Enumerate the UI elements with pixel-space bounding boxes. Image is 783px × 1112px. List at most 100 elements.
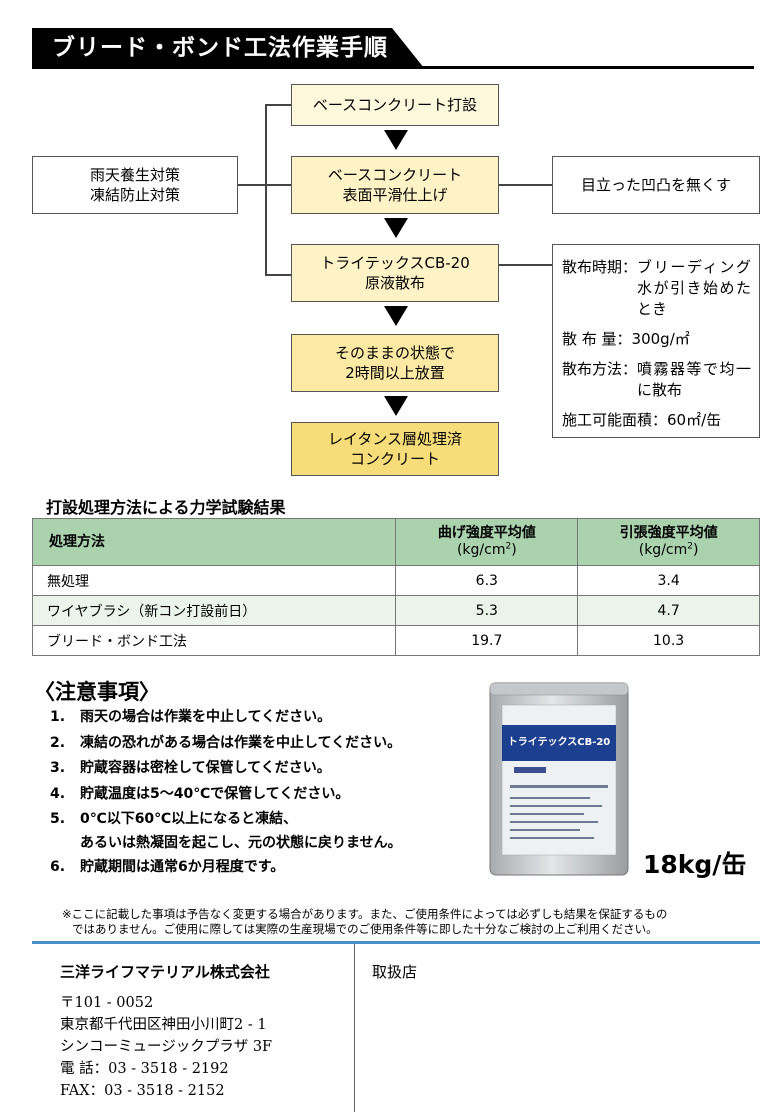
- caution-text-block: 0℃以下60℃以上になると凍結、 あるいは熱凝固を起こし、元の状態に戻りません。: [80, 809, 402, 854]
- disclaimer-line-2: ではありません。ご使用に際しては実際の生産現場でのご使用条件等に即した十分なご検…: [72, 922, 658, 936]
- test-results-title: 打設処理方法による力学試験結果: [46, 498, 286, 517]
- connector-to-step-1: [265, 104, 291, 106]
- header-tensile-strength: 引張強度平均値 (kg/cm2): [577, 518, 760, 566]
- spec-value: 60㎡/缶: [667, 411, 722, 429]
- package-size: 18kg/缶: [643, 850, 747, 879]
- cell-bend: 6.3: [395, 565, 579, 596]
- table-row: 無処理 6.3 3.4: [31, 565, 760, 596]
- caution-item: 1. 雨天の場合は作業を中止してください。: [50, 707, 331, 728]
- flow-step-3: トライテックスCB-20 原液散布: [291, 244, 499, 302]
- connector-to-right-note: [499, 184, 552, 186]
- caution-item: 6. 貯蔵期間は通常6か月程度です。: [50, 857, 284, 878]
- caution-number: 6.: [50, 859, 66, 875]
- spec-row: 施工可能面積： 60㎡/缶: [562, 410, 751, 431]
- spec-value: ブリーディング水が引き始めたとき: [637, 258, 751, 318]
- flow-step-3-line-2: 原液散布: [364, 274, 425, 292]
- test-results-table: 処理方法 曲げ強度平均値 (kg/cm2) 引張強度平均値 (kg/cm2) 無…: [31, 518, 760, 656]
- cell-bend: 19.7: [395, 625, 579, 656]
- caution-text: あるいは熱凝固を起こし、元の状態に戻りません。: [80, 835, 402, 851]
- flow-step-1-text: ベースコンクリート打設: [312, 96, 478, 114]
- phone-line: 電 話：03 - 3518 - 2192: [60, 1061, 229, 1077]
- caution-number: 2.: [50, 735, 66, 751]
- spec-value: 噴霧器等で均一に散布: [637, 360, 751, 399]
- caution-item: 3. 貯蔵容器は密栓して保管してください。: [50, 758, 331, 779]
- unit-post: ): [692, 542, 699, 558]
- flow-step-2: ベースコンクリート 表面平滑仕上げ: [291, 156, 499, 214]
- page-title: ブリード・ボンド工法作業手順: [52, 35, 388, 61]
- caution-number: 4.: [50, 786, 66, 802]
- flow-step-1: ベースコンクリート打設: [291, 84, 499, 126]
- caution-text: 雨天の場合は作業を中止してください。: [80, 709, 332, 725]
- can-label-text: トライテックスCB-20: [507, 737, 611, 748]
- header-bend-label: 曲げ強度平均値: [437, 525, 536, 541]
- down-arrow-icon: [384, 306, 408, 326]
- header-tensile-label: 引張強度平均値: [619, 525, 718, 541]
- cautions-title: 〈注意事項〉: [34, 680, 160, 704]
- flow-step-5-line-2: コンクリート: [349, 450, 440, 468]
- spec-key: 散 布 量：: [562, 330, 632, 348]
- caution-number: 5.: [50, 811, 66, 827]
- caution-item: 4. 貯蔵温度は5～40℃で保管してください。: [50, 784, 349, 805]
- building-line: シンコーミュージックプラザ 3F: [60, 1039, 273, 1055]
- down-arrow-icon: [384, 396, 408, 416]
- flow-step-2-line-1: ベースコンクリート: [327, 166, 463, 184]
- flow-step-5-line-1: レイタンス層処理済: [327, 430, 463, 448]
- table-row: ブリード・ボンド工法 19.7 10.3: [31, 625, 760, 656]
- header-method: 処理方法: [31, 518, 397, 566]
- flow-step-4-line-1: そのままの状態で: [334, 344, 455, 362]
- surface-note-text: 目立った凹凸を無くす: [580, 176, 731, 194]
- flow-step-4: そのままの状態で 2時間以上放置: [291, 334, 499, 392]
- dealer-label: 取扱店: [372, 963, 418, 981]
- cell-tensile: 10.3: [577, 625, 760, 656]
- cell-tensile: 4.7: [577, 595, 760, 626]
- caution-text: 凍結の恐れがある場合は作業を中止してください。: [80, 735, 402, 751]
- unit-post: ): [511, 542, 517, 558]
- caution-number: 1.: [50, 709, 66, 725]
- disclaimer-line-1: ※ここに記載した事項は予告なく変更する場合があります。また、ご使用条件によっては…: [62, 907, 668, 921]
- cell-method: ワイヤブラシ（新コン打設前日）: [31, 595, 397, 626]
- header-rule: [32, 66, 754, 69]
- curing-measures-box: 雨天養生対策 凍結防止対策: [32, 156, 238, 214]
- unit-pre: (kg/cm: [638, 542, 688, 558]
- unit-pre: (kg/cm: [456, 542, 506, 558]
- spec-key: 散布時期：: [562, 258, 638, 276]
- spec-key: 散布方法：: [562, 360, 638, 378]
- down-arrow-icon: [384, 218, 408, 238]
- surface-note-box: 目立った凹凸を無くす: [552, 156, 760, 214]
- caution-text: 貯蔵温度は5～40℃で保管してください。: [80, 786, 350, 802]
- application-spec-box: 散布時期： ブリーディング水が引き始めたとき 散 布 量： 300g/㎡ 散布方…: [552, 244, 760, 438]
- cell-tensile: 3.4: [577, 565, 760, 596]
- flow-step-4-line-2: 2時間以上放置: [345, 364, 445, 382]
- header-band: [32, 28, 424, 68]
- flow-step-3-line-1: トライテックスCB-20: [320, 254, 470, 272]
- cell-bend: 5.3: [395, 595, 579, 626]
- footer-rule: [32, 941, 760, 944]
- can-illustration: [489, 682, 629, 876]
- curing-measures-line-2: 凍結防止対策: [89, 186, 180, 204]
- caution-number: 3.: [50, 760, 66, 776]
- connector-to-step-2: [238, 184, 291, 186]
- connector-to-spec: [499, 264, 552, 266]
- header-bend-unit: (kg/cm2): [396, 542, 577, 559]
- postal-code: 〒101 - 0052: [60, 995, 154, 1011]
- spec-value: 300g/㎡: [631, 330, 690, 348]
- cell-method: ブリード・ボンド工法: [31, 625, 397, 656]
- spec-row: 散布時期： ブリーディング水が引き始めたとき: [562, 257, 751, 320]
- down-arrow-icon: [384, 130, 408, 150]
- caution-item: 5. 0℃以下60℃以上になると凍結、 あるいは熱凝固を起こし、元の状態に戻りま…: [50, 809, 402, 854]
- table-header-row: 処理方法 曲げ強度平均値 (kg/cm2) 引張強度平均値 (kg/cm2): [31, 518, 760, 566]
- caution-text: 貯蔵容器は密栓して保管してください。: [80, 760, 331, 776]
- unit-sup: 2: [505, 541, 512, 552]
- address-line: 東京都千代田区神田小川町2 - 1: [60, 1017, 267, 1033]
- caution-item: 2. 凍結の恐れがある場合は作業を中止してください。: [50, 733, 401, 754]
- fax-line: FAX：03 - 3518 - 2152: [60, 1083, 225, 1099]
- connector-to-step-3: [265, 274, 291, 276]
- curing-measures-line-1: 雨天養生対策: [89, 166, 180, 184]
- company-name: 三洋ライフマテリアル株式会社: [60, 963, 270, 981]
- header-tensile-unit: (kg/cm2): [578, 542, 759, 559]
- unit-sup: 2: [687, 541, 693, 552]
- spec-row: 散布方法： 噴霧器等で均一に散布: [562, 359, 751, 401]
- connector-vertical: [265, 104, 267, 276]
- header-bend-strength: 曲げ強度平均値 (kg/cm2): [395, 518, 579, 566]
- cell-method: 無処理: [31, 565, 397, 596]
